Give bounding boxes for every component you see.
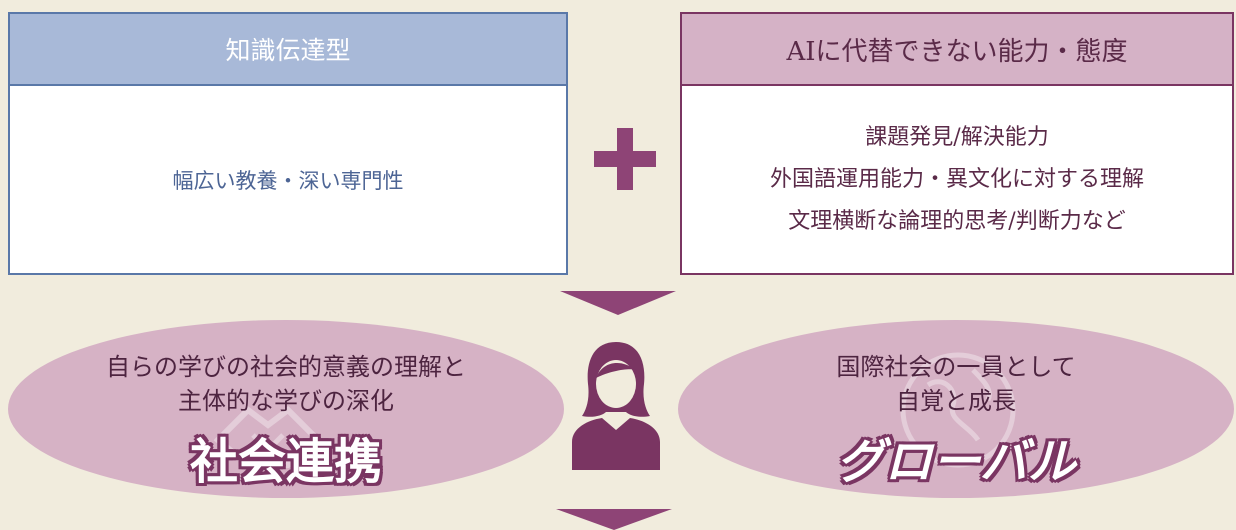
- down-arrow-icon: [560, 291, 676, 315]
- knowledge-transfer-title: 知識伝達型: [10, 14, 566, 86]
- knowledge-transfer-box: 知識伝達型 幅広い教養・深い専門性: [8, 12, 568, 275]
- social-collaboration-description: 自らの学びの社会的意義の理解と 主体的な学びの深化: [106, 350, 466, 418]
- ai-abilities-title: AIに代替できない能力・態度: [682, 14, 1232, 86]
- social-collaboration-ellipse: 自らの学びの社会的意義の理解と 主体的な学びの深化 社会連携: [8, 320, 564, 498]
- ai-ability-line: 文理横断な論理的思考/判断力など: [788, 208, 1126, 234]
- global-description: 国際社会の一員として 自覚と成長: [836, 350, 1075, 418]
- knowledge-transfer-body: 幅広い教養・深い専門性: [10, 86, 566, 273]
- social-collaboration-label: 社会連携: [189, 434, 382, 490]
- ai-abilities-box: AIに代替できない能力・態度 課題発見/解決能力 外国語運用能力・異文化に対する…: [680, 12, 1234, 275]
- down-arrow-icon: [556, 509, 672, 530]
- plus-icon: [594, 128, 656, 190]
- ai-ability-line: 外国語運用能力・異文化に対する理解: [769, 166, 1144, 192]
- global-line: 国際社会の一員として: [836, 353, 1076, 381]
- knowledge-transfer-text: 幅広い教養・深い専門性: [172, 168, 404, 193]
- ai-ability-line: 課題発見/解決能力: [865, 124, 1049, 150]
- ai-abilities-body: 課題発見/解決能力 外国語運用能力・異文化に対する理解 文理横断な論理的思考/判…: [682, 86, 1232, 273]
- handshake-icon: [213, 406, 323, 468]
- social-collaboration-line: 主体的な学びの深化: [178, 387, 394, 415]
- person-icon: [572, 342, 660, 470]
- global-line: 自覚と成長: [896, 387, 1016, 415]
- global-label: グローバル: [836, 434, 1076, 490]
- global-ellipse: 国際社会の一員として 自覚と成長 グローバル: [678, 320, 1234, 498]
- social-collaboration-line: 自らの学びの社会的意義の理解と: [106, 353, 466, 381]
- globe-icon: [900, 352, 1016, 468]
